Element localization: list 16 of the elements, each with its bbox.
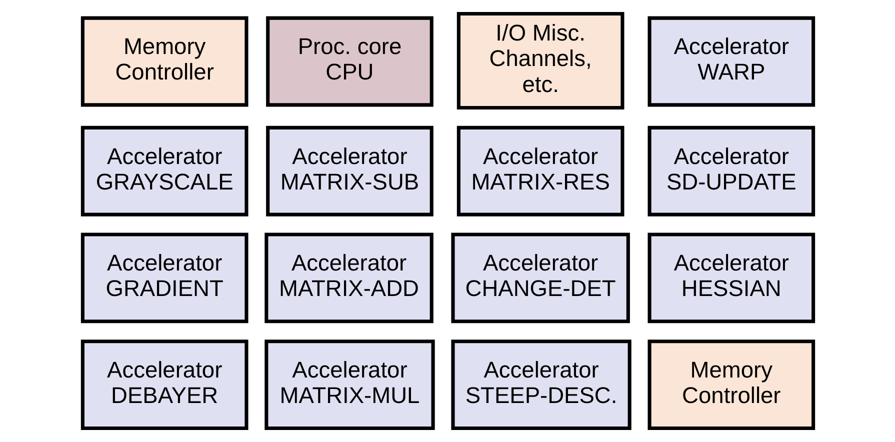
node-box: Memory Controller: [647, 340, 815, 430]
node-box: Accelerator STEEP-DESC.: [450, 340, 631, 430]
node-box: Accelerator GRADIENT: [80, 232, 248, 324]
node-box: Proc. core CPU: [266, 16, 433, 107]
node-box: Accelerator MATRIX-ADD: [264, 232, 433, 324]
node-box: Accelerator DEBAYER: [80, 340, 248, 430]
node-box: Accelerator CHANGE-DET: [450, 232, 630, 324]
node-box: Accelerator MATRIX-RES: [456, 126, 624, 216]
node-box: Accelerator HESSIAN: [647, 232, 815, 324]
node-box: I/O Misc. Channels, etc.: [456, 12, 624, 110]
node-box: Accelerator WARP: [647, 16, 815, 107]
node-box: Accelerator MATRIX-MUL: [264, 340, 434, 430]
node-box: Memory Controller: [80, 16, 248, 107]
node-box: Accelerator GRAYSCALE: [80, 126, 248, 216]
node-box: Accelerator MATRIX-SUB: [266, 126, 433, 216]
node-box: Accelerator SD-UPDATE: [647, 126, 815, 216]
